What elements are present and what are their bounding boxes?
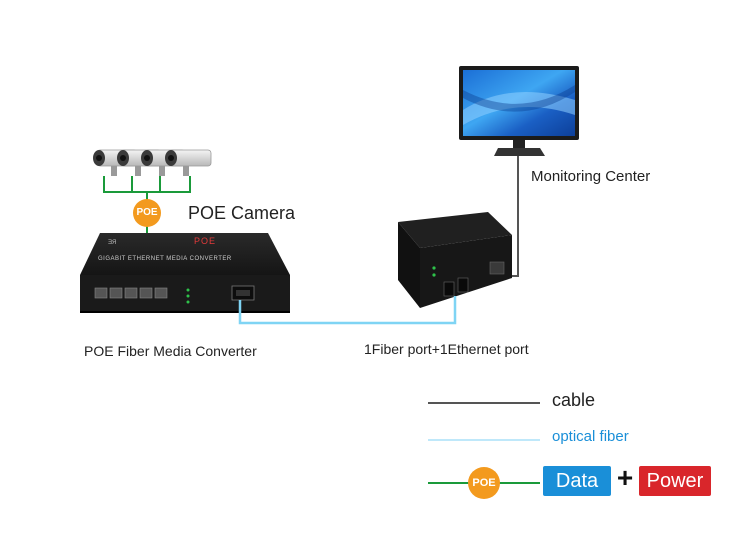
camera-icon [165,149,212,176]
legend-optical-fiber-label: optical fiber [552,428,629,445]
poe-badge-circle [133,199,161,227]
fiber-converter-device [398,212,512,308]
fiber-ethernet-port-label: 1Fiber port+1Ethernet port [364,341,529,357]
poe-fiber-media-converter-device: ƎЯ [80,233,290,313]
legend-cable-label: cable [552,390,596,410]
cable-line-monitor [510,156,519,277]
poe-badge-text: POE [472,477,496,489]
poe-fiber-media-converter-label: POE Fiber Media Converter [84,343,257,359]
poe-badge-text: POE [136,207,158,218]
monitoring-center-label: Monitoring Center [531,168,651,185]
plus-sign: + [616,462,634,493]
monitor-icon [459,66,579,156]
svg-text:ƎЯ: ƎЯ [108,240,116,246]
optical-fiber-link [238,296,457,325]
switch-brand-label: POE [194,236,217,246]
poe-badge-circle [468,467,500,499]
camera-group [93,149,212,176]
power-badge: Power [639,466,711,496]
data-badge: Data [543,466,611,496]
poe-camera-label: POE Camera [188,203,296,223]
switch-subtitle-label: GIGABIT ETHERNET MEDIA CONVERTER [98,256,232,262]
